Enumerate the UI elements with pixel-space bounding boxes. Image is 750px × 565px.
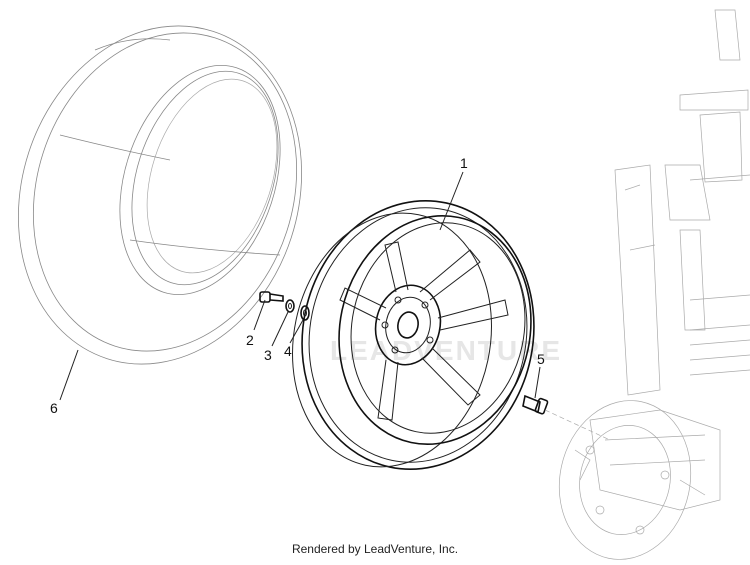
callout-3: 3 xyxy=(264,347,272,363)
leader-lines xyxy=(59,171,541,401)
tire xyxy=(18,25,302,365)
axle-bolt xyxy=(259,291,284,303)
fork-assembly xyxy=(558,9,750,560)
wheel-rim xyxy=(292,200,535,470)
caliper-bolt xyxy=(522,394,611,441)
callout-5: 5 xyxy=(537,351,545,367)
callout-2: 2 xyxy=(246,332,254,348)
washer xyxy=(285,299,295,313)
footer-credit: Rendered by LeadVenture, Inc. xyxy=(291,542,459,556)
callout-1: 1 xyxy=(460,155,468,171)
spacer xyxy=(300,305,310,321)
callout-4: 4 xyxy=(284,343,292,359)
callout-6: 6 xyxy=(50,400,58,416)
